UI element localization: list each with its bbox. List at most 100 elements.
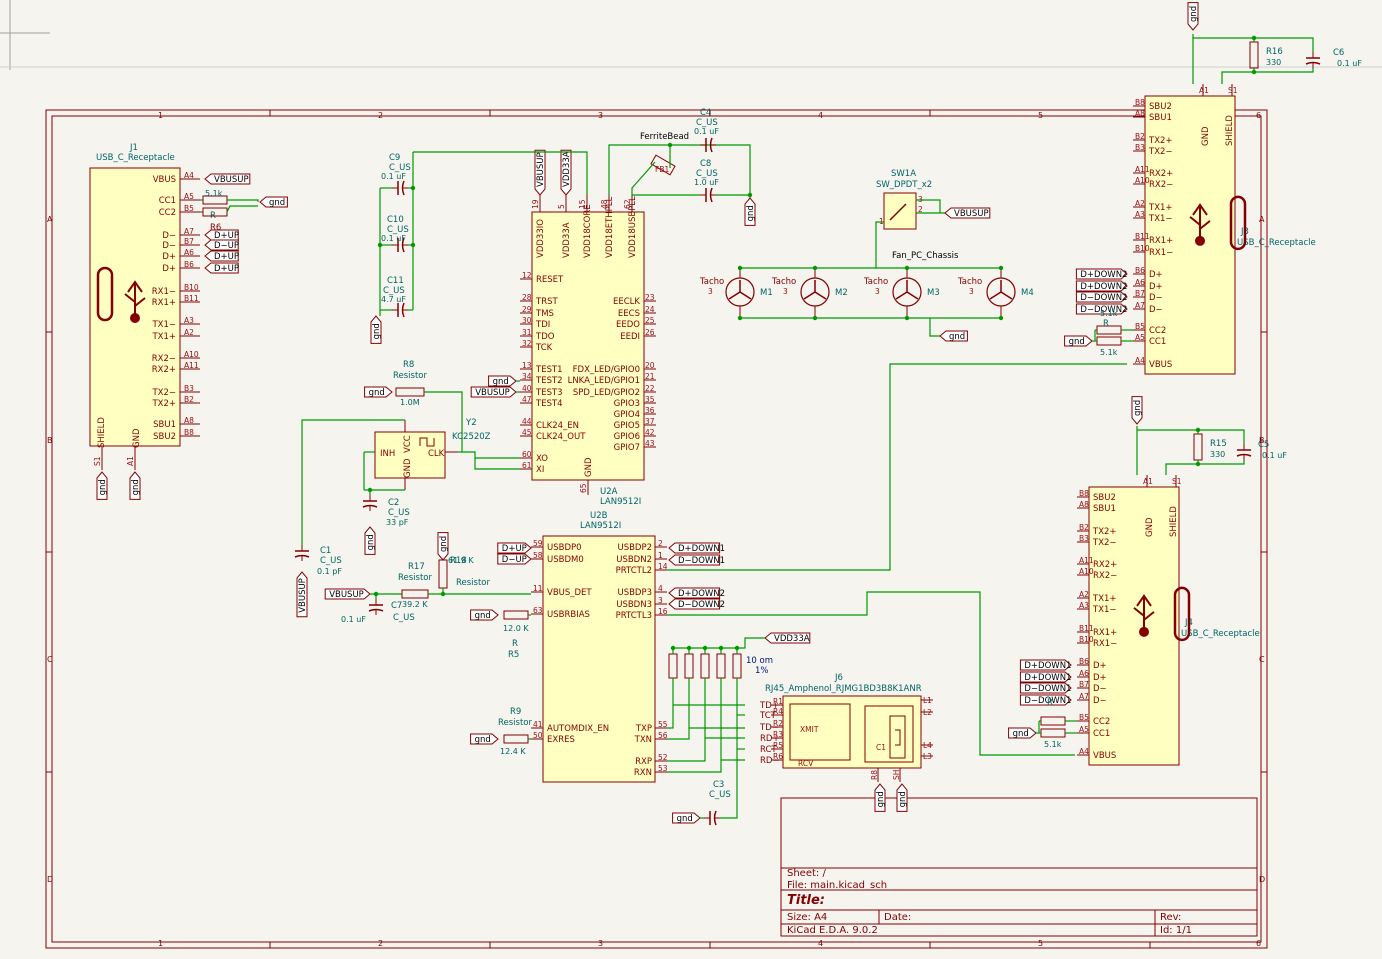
j1-vbusup-label[interactable]: VBUSUP xyxy=(214,175,249,185)
j4-gnd-label-flag[interactable] xyxy=(1131,396,1143,425)
r8-gnd-label[interactable]: gnd xyxy=(369,388,385,398)
u2b-dmd1-flag[interactable] xyxy=(668,554,721,566)
r5-gnd-label-flag[interactable] xyxy=(470,609,499,621)
r5-gnd-label[interactable]: gnd xyxy=(475,611,491,621)
j6-body[interactable] xyxy=(782,695,922,769)
rnet-res-4[interactable] xyxy=(732,653,742,679)
j1-dpup2[interactable]: D+UP xyxy=(214,252,239,262)
j1-gnd2-label[interactable]: gnd xyxy=(131,479,141,495)
j4-gnd-label[interactable]: gnd xyxy=(1133,400,1143,416)
j1-cc-gnd-label-flag[interactable] xyxy=(259,196,288,208)
fans-gnd[interactable]: gnd xyxy=(949,332,965,342)
j4-r2[interactable] xyxy=(1040,728,1066,738)
j3-dpd2b-flag[interactable] xyxy=(1075,280,1128,292)
u2b-dmup-flag[interactable] xyxy=(497,553,532,565)
j6-gnd-label-flag[interactable] xyxy=(874,783,886,812)
j3-dmd2b[interactable]: D−DOWN2 xyxy=(1080,305,1127,315)
j4-body[interactable] xyxy=(1088,486,1180,766)
u2a-vdd33a-label-flag[interactable] xyxy=(560,149,572,196)
c1-vbusup-label-flag[interactable] xyxy=(296,571,308,618)
u2b-dmd1[interactable]: D−DOWN1 xyxy=(678,556,725,566)
j6-gnd2-label[interactable]: gnd xyxy=(898,791,908,807)
sw1-vbusup[interactable]: VBUSUP xyxy=(954,209,989,219)
j3-r[interactable] xyxy=(1096,325,1122,335)
j1-vbusup-label-flag[interactable] xyxy=(204,173,251,185)
c3-gnd-label[interactable]: gnd xyxy=(677,814,693,824)
c8-gnd-label-flag[interactable] xyxy=(744,197,756,226)
c3-gnd-label-flag[interactable] xyxy=(672,812,701,824)
rnet-vdd33a[interactable]: VDD33A xyxy=(774,634,810,644)
u2b-dmd2-flag[interactable] xyxy=(668,598,721,610)
c2-gnd-label[interactable]: gnd xyxy=(366,534,376,550)
j1-dpup3[interactable]: D+UP xyxy=(214,264,239,274)
r9-gnd-label[interactable]: gnd xyxy=(475,735,491,745)
test2-gnd[interactable]: gnd xyxy=(493,377,509,387)
j3-cc-gnd-flag[interactable] xyxy=(1064,335,1093,347)
r15[interactable] xyxy=(1193,433,1203,461)
c2-gnd-label-flag[interactable] xyxy=(364,526,376,555)
r18[interactable] xyxy=(438,559,448,589)
rnet-res-2[interactable] xyxy=(700,653,710,679)
j1-gnd-label[interactable]: gnd xyxy=(98,479,108,495)
u2b-dpd1-flag[interactable] xyxy=(668,542,721,554)
j1-dpup3-flag[interactable] xyxy=(204,262,239,274)
j1-dmup[interactable]: D−UP xyxy=(214,241,239,251)
j4-dmd1b[interactable]: D−DOWN1 xyxy=(1024,696,1071,706)
j4-dmd1b-flag[interactable] xyxy=(1019,694,1072,706)
r8-gnd-label-flag[interactable] xyxy=(364,386,393,398)
r18-gnd-label-flag[interactable] xyxy=(437,532,449,561)
sw1-vbusup-flag[interactable] xyxy=(944,207,991,219)
j3-dpd2b[interactable]: D+DOWN2 xyxy=(1080,282,1127,292)
r17[interactable] xyxy=(401,589,429,599)
j3-dmd2b-flag[interactable] xyxy=(1075,303,1128,315)
j3-dmd2a[interactable]: D−DOWN2 xyxy=(1080,293,1127,303)
j1-cc-gnd-label[interactable]: gnd xyxy=(269,198,285,208)
j3-cc-gnd[interactable]: gnd xyxy=(1069,337,1085,347)
j4-cc-gnd[interactable]: gnd xyxy=(1013,729,1029,739)
r5[interactable] xyxy=(503,610,529,620)
j4-cc-gnd-flag[interactable] xyxy=(1008,727,1037,739)
j3-gnd-label[interactable]: gnd xyxy=(1189,6,1199,22)
u2b-dmd2[interactable]: D−DOWN2 xyxy=(678,600,725,610)
rnet-res-1[interactable] xyxy=(684,653,694,679)
j1-dmup-flag[interactable] xyxy=(204,239,239,251)
j1-gnd-label-flag[interactable] xyxy=(96,471,108,500)
rnet-res-3[interactable] xyxy=(716,653,726,679)
r17-vbusup-flag[interactable] xyxy=(324,588,371,600)
j4-dpd1a[interactable]: D+DOWN1 xyxy=(1024,661,1071,671)
u2b-body[interactable] xyxy=(542,535,656,783)
j4-r[interactable] xyxy=(1040,716,1066,726)
y2-body[interactable] xyxy=(374,431,446,479)
u2a-body[interactable] xyxy=(531,211,645,481)
j4-dmd1a[interactable]: D−DOWN1 xyxy=(1024,684,1071,694)
rnet-res-0[interactable] xyxy=(668,653,678,679)
c11-gnd-label[interactable]: gnd xyxy=(372,323,382,339)
u2b-dpd2-flag[interactable] xyxy=(668,587,721,599)
j1-dpup[interactable]: D+UP xyxy=(214,231,239,241)
j1-dpup2-flag[interactable] xyxy=(204,250,239,262)
j3-dpd2a[interactable]: D+DOWN2 xyxy=(1080,270,1127,280)
r18-gnd-label[interactable]: gnd xyxy=(439,536,449,552)
u2b-dmup[interactable]: D−UP xyxy=(502,555,527,565)
c11-gnd-label-flag[interactable] xyxy=(370,315,382,344)
test2-gnd-flag[interactable] xyxy=(488,375,517,387)
c1-vbusup-label[interactable]: VBUSUP xyxy=(298,578,308,613)
u2b-dpup[interactable]: D+UP xyxy=(502,544,527,554)
u2a-vdd33a-label[interactable]: VDD33A xyxy=(562,151,572,187)
u2b-dpd2[interactable]: D+DOWN2 xyxy=(678,589,725,599)
j4-dpd1b[interactable]: D+DOWN1 xyxy=(1024,673,1071,683)
test3-vbusup-flag[interactable] xyxy=(470,386,517,398)
rnet-vdd33a-flag[interactable] xyxy=(764,632,811,644)
r9-gnd-label-flag[interactable] xyxy=(470,733,499,745)
j3-dpd2a-flag[interactable] xyxy=(1075,268,1128,280)
u2b-dpd1[interactable]: D+DOWN1 xyxy=(678,544,725,554)
ferrite-bead[interactable] xyxy=(650,154,676,176)
c8-gnd-label[interactable]: gnd xyxy=(746,205,756,221)
j4-dpd1a-flag[interactable] xyxy=(1019,659,1072,671)
r17-vbusup[interactable]: VBUSUP xyxy=(329,590,364,600)
r8[interactable] xyxy=(395,387,425,397)
r9[interactable] xyxy=(503,734,529,744)
u2b-dpup-flag[interactable] xyxy=(497,542,532,554)
j1-gnd2-label-flag[interactable] xyxy=(129,471,141,500)
